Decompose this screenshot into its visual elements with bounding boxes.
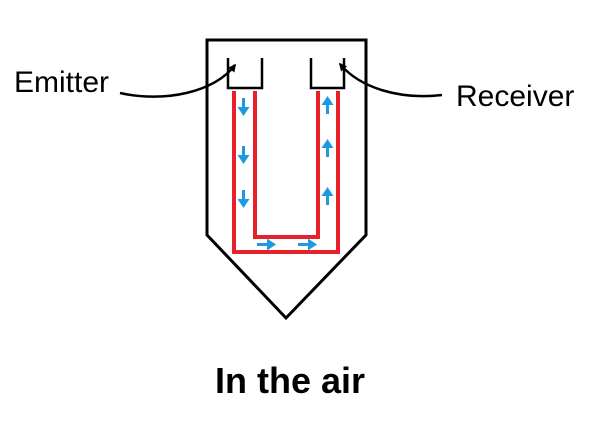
receiver-label: Receiver	[456, 80, 574, 113]
sensor-body-outline	[205, 38, 368, 321]
arrow-up-icon	[321, 187, 334, 205]
arrow-right-icon	[298, 238, 317, 251]
arrow-up-icon	[321, 96, 334, 114]
receiver-callout-line	[338, 62, 443, 98]
arrow-down-icon	[237, 190, 250, 208]
arrow-down-icon	[237, 98, 250, 116]
arrow-down-icon	[237, 146, 250, 164]
arrow-right-icon	[257, 238, 276, 251]
light-path-outer	[232, 91, 340, 254]
light-path-inner	[253, 91, 320, 239]
arrow-up-icon	[321, 139, 334, 157]
emitter-housing	[226, 58, 264, 90]
caption: In the air	[215, 360, 365, 401]
emitter-label: Emitter	[14, 66, 109, 99]
emitter-callout-line	[119, 63, 237, 98]
receiver-housing	[309, 58, 346, 90]
